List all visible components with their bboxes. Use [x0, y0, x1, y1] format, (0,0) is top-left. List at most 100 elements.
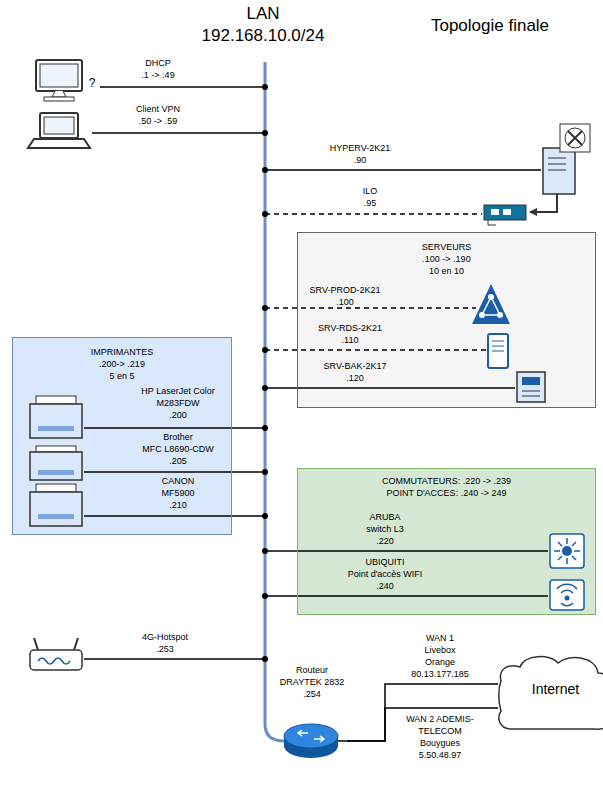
- hotspot-icon: [38, 658, 70, 664]
- device-link: [84, 427, 265, 429]
- ilo-card-icon: [484, 205, 526, 225]
- label-anchor: .253: [156, 643, 174, 655]
- label-anchor: HYPERV-2K21: [330, 142, 390, 154]
- bus-tap: [262, 167, 268, 173]
- switch-icon: [550, 534, 584, 568]
- device-link: [92, 132, 265, 134]
- hyperv-server-icon: [530, 194, 557, 212]
- label-anchor: MF5900: [161, 487, 194, 499]
- bus-tap: [262, 656, 268, 662]
- label-anchor: .110: [342, 334, 359, 346]
- label-anchor: ?: [89, 76, 96, 91]
- dashed-link: [265, 214, 486, 350]
- label-anchor: .100: [336, 296, 354, 308]
- printer-icon: [38, 470, 74, 475]
- desktop-icon: [36, 60, 82, 91]
- label-anchor: SRV-PROD-2K21: [310, 284, 381, 296]
- bus-tap: [262, 425, 268, 431]
- device-label: HP LaserJet Color: [141, 385, 214, 397]
- hyperv-server-icon: [543, 148, 575, 194]
- device-label: .220: [376, 535, 394, 547]
- node-text: DRAYTEK 2832: [280, 676, 344, 688]
- label-anchor: .240: [376, 580, 394, 592]
- panel-fill: [297, 232, 596, 408]
- node-heading: IMPRIMANTES: [91, 346, 154, 358]
- device-label: ARUBA: [369, 511, 400, 523]
- label-anchor: CANON: [162, 475, 195, 487]
- hyperv-server-icon: [560, 124, 590, 152]
- device-link: [84, 471, 265, 473]
- node-heading: COMMUTATEURS: .220 -> .239: [382, 475, 511, 487]
- device-label: LAN: [246, 4, 279, 24]
- desktop-icon: [36, 60, 82, 101]
- device-label: SRV-BAK-2K17: [324, 360, 387, 372]
- node-text: POINT D'ACCES: .240 -> 249: [387, 487, 507, 499]
- rds-server-icon: [488, 334, 508, 368]
- label-anchor: ILO: [363, 185, 378, 197]
- device-label: .205: [169, 455, 187, 467]
- label-anchor: MFC L8690-CDW: [142, 443, 214, 455]
- backup-server-icon: [517, 372, 545, 402]
- dashed-link: [265, 349, 486, 351]
- bus-tap: [262, 385, 268, 391]
- device-label: .253: [156, 643, 174, 655]
- printer-icon: [36, 396, 76, 404]
- cluster-icon: [488, 294, 494, 300]
- hyperv-server-icon: [568, 131, 582, 145]
- dashed-link: [265, 213, 482, 215]
- label-anchor: SRV-RDS-2K21: [318, 322, 382, 334]
- device-label: M283FDW: [156, 397, 199, 409]
- wan-label: WAN 2 ADEMIS-TELECOM Bouygues 5.50.48.97: [399, 713, 482, 761]
- wifi-ap-icon: [565, 596, 570, 601]
- label-anchor: Client VPN: [136, 103, 180, 115]
- panel-fill: [297, 468, 596, 615]
- label-anchor: .205: [169, 455, 187, 467]
- device-link: [265, 387, 515, 389]
- device-label: 4G-Hotspot: [142, 631, 188, 643]
- node-text: .254: [303, 688, 321, 700]
- internet-cloud: Internet: [498, 655, 603, 731]
- bus-tap: [262, 513, 268, 519]
- router-node: RouteurDRAYTEK 2832.254: [278, 664, 347, 762]
- device-label: Client VPN: [136, 103, 180, 115]
- label-anchor: .1 -> .49: [141, 69, 174, 81]
- device-link: [338, 740, 346, 742]
- device-label: .50 -> .59: [139, 115, 177, 127]
- printer-icon: [36, 446, 76, 452]
- printer-icon: [38, 426, 74, 431]
- bus-tap: [262, 548, 268, 554]
- node-heading: SERVEURS: [422, 241, 471, 253]
- rds-server-icon: [488, 334, 508, 368]
- backup-server-icon: [522, 391, 540, 396]
- switch-icon: [562, 546, 572, 556]
- edge-label-anchor: WAN 2 ADEMIS-TELECOM Bouygues 5.50.48.97: [399, 713, 482, 761]
- label-anchor: Brother: [163, 431, 193, 443]
- diagram-title: Topologie finale: [431, 16, 549, 36]
- desktop-icon: [40, 64, 78, 87]
- router-icon: [284, 724, 338, 758]
- device-label: Brother: [163, 431, 193, 443]
- label-anchor: DHCP: [145, 57, 171, 69]
- cluster-icon: [472, 284, 510, 324]
- desktop-icon: [44, 97, 74, 101]
- laptop-icon: [28, 113, 90, 148]
- printer-icon: [30, 396, 82, 526]
- device-label: .210: [169, 499, 187, 511]
- device-label: SRV-PROD-2K21: [310, 284, 381, 296]
- device-label: .240: [376, 580, 394, 592]
- ilo-card-icon: [488, 220, 496, 225]
- bus-tap: [262, 84, 268, 662]
- node-text: .200-> .219: [99, 358, 145, 370]
- hotspot-icon: [34, 638, 78, 650]
- hotspot-icon: [30, 638, 82, 670]
- ilo-card-icon: [491, 209, 499, 215]
- node-text: .100 -> .190: [422, 253, 470, 265]
- label-anchor: switch L3: [366, 523, 404, 535]
- edge-label-anchor: WAN 1 Livebox Orange 80.13.177.185: [411, 632, 469, 680]
- wifi-ap-icon: [550, 580, 584, 610]
- panel-fill: [12, 337, 232, 535]
- laptop-icon: [40, 113, 78, 138]
- device-link: [84, 515, 265, 517]
- bus-tap: [262, 593, 268, 599]
